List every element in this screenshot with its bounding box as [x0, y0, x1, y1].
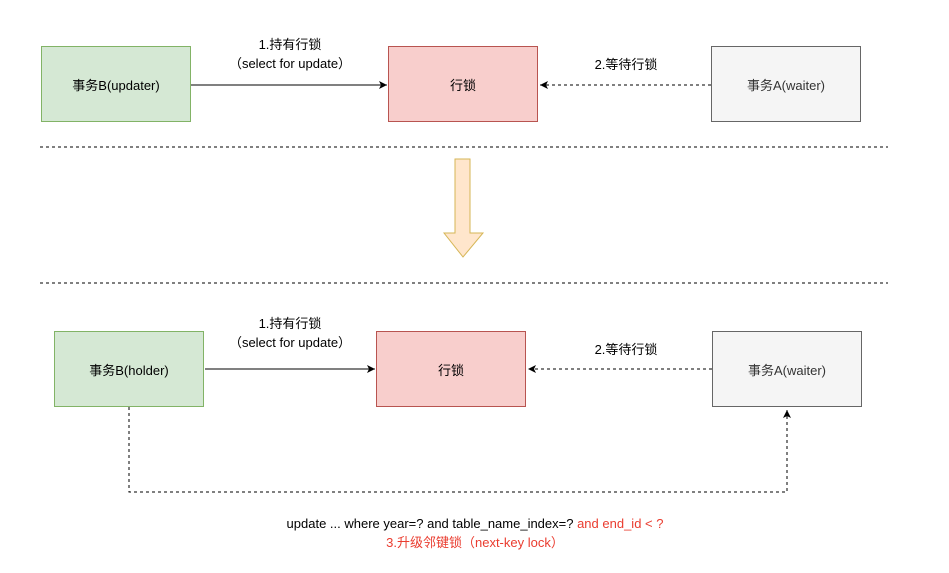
bottom-hold-label-line2: （select for update） — [228, 335, 352, 350]
bottom-holder-box: 事务B(holder) — [54, 331, 204, 407]
bottom-waiter-label: 事务A(waiter) — [747, 362, 826, 378]
bottom-lock-box: 行锁 — [376, 331, 526, 407]
sql-statement: update ... where year=? and table_name_i… — [150, 514, 800, 533]
bottom-lock-label: 行锁 — [437, 362, 464, 378]
upgrade-label: 3.升级邻键锁（next-key lock） — [386, 535, 564, 550]
bottom-hold-label-line1: 1.持有行锁 — [258, 316, 322, 331]
top-hold-label-line1: 1.持有行锁 — [258, 37, 322, 52]
top-hold-label: 1.持有行锁 （select for update） — [219, 35, 361, 73]
transition-down-arrow — [442, 158, 485, 258]
top-lock-box: 行锁 — [388, 46, 538, 122]
upgrade-lock-path — [128, 407, 791, 493]
top-waiter-label: 事务A(waiter) — [746, 77, 825, 93]
sql-statement-main: update ... where year=? and table_name_i… — [286, 516, 578, 531]
top-wait-label: 2.等待行锁 — [594, 57, 658, 72]
bottom-hold-label: 1.持有行锁 （select for update） — [219, 314, 361, 352]
top-waiter-box: 事务A(waiter) — [711, 46, 861, 122]
sql-statement-highlight: and end_id < ? — [577, 516, 664, 531]
bottom-wait-label: 2.等待行锁 — [594, 342, 658, 357]
top-lock-label: 行锁 — [449, 77, 476, 93]
top-holder-label: 事务B(updater) — [72, 77, 160, 93]
top-holder-box: 事务B(updater) — [41, 46, 191, 122]
bottom-holder-label: 事务B(holder) — [89, 362, 169, 378]
bottom-waiter-box: 事务A(waiter) — [712, 331, 862, 407]
top-hold-label-line2: （select for update） — [228, 56, 352, 71]
